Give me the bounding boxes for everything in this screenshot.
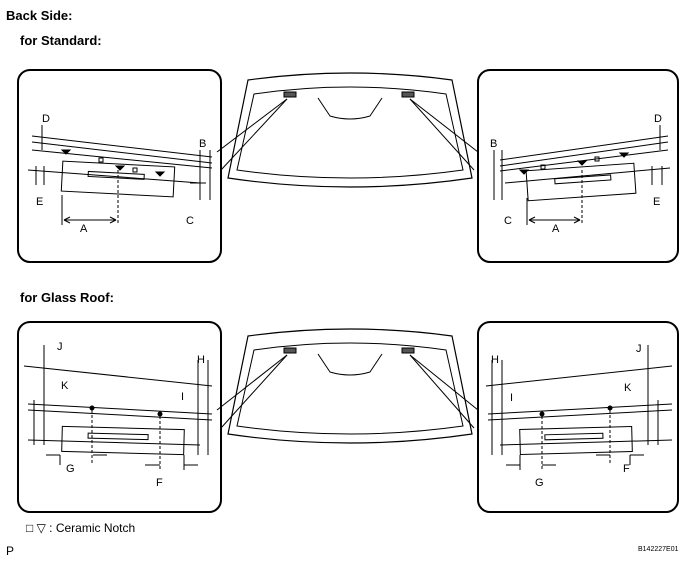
windshield-standard: [227, 72, 473, 188]
notch-mark-left: [283, 91, 297, 98]
windshield-glass-roof: [227, 328, 473, 444]
footer-left-marker: P: [6, 544, 15, 558]
label-G: G: [535, 477, 544, 489]
label-E: E: [36, 196, 43, 208]
label-J: J: [57, 341, 63, 353]
label-D: D: [42, 113, 50, 125]
label-C: C: [186, 215, 194, 227]
detail-box-standard-right: [477, 69, 679, 263]
label-C: C: [504, 215, 512, 227]
label-I: I: [510, 392, 513, 404]
label-F: F: [156, 477, 163, 489]
label-J: J: [636, 343, 642, 355]
dimension-labels: D B E C A D B E C A J H K I G F J H K I …: [36, 113, 662, 489]
legend-symbols: □ ▽: [26, 521, 46, 535]
detail-box-standard-left: [17, 69, 222, 263]
notch-mark-left: [283, 347, 297, 354]
heading-glass-roof: for Glass Roof:: [20, 290, 114, 305]
notch-triangle: [518, 169, 530, 175]
label-I: I: [181, 391, 184, 403]
label-B: B: [199, 138, 206, 150]
notch-triangle: [154, 171, 166, 177]
notch-triangle: [114, 165, 126, 171]
notch-square: [594, 156, 600, 162]
legend: □ ▽ : Ceramic Notch: [26, 521, 135, 535]
notch-square: [132, 167, 138, 173]
label-G: G: [66, 463, 75, 475]
label-A: A: [552, 223, 560, 235]
heading-back-side: Back Side:: [6, 8, 73, 23]
notch-triangle: [576, 160, 588, 166]
label-H: H: [491, 354, 499, 366]
detail-box-glass-roof-right: [477, 321, 679, 513]
notch-dot: [89, 405, 95, 411]
label-K: K: [61, 380, 69, 392]
notch-dot: [157, 411, 163, 417]
label-F: F: [623, 463, 630, 475]
notch-square: [540, 164, 546, 170]
heading-standard: for Standard:: [20, 33, 102, 48]
label-H: H: [197, 354, 205, 366]
label-K: K: [624, 382, 632, 394]
label-D: D: [654, 113, 662, 125]
notch-dot: [607, 405, 613, 411]
figure-code: B142227E01: [638, 546, 679, 553]
notch-triangle: [60, 149, 72, 155]
label-E: E: [653, 196, 660, 208]
legend-label: : Ceramic Notch: [49, 521, 136, 535]
label-A: A: [80, 223, 88, 235]
notch-mark-right: [401, 91, 415, 98]
notch-dot: [539, 411, 545, 417]
label-B: B: [490, 138, 497, 150]
detail-box-glass-roof-left: [17, 321, 222, 513]
notch-mark-right: [401, 347, 415, 354]
notch-triangle: [618, 152, 630, 158]
notch-square: [98, 157, 104, 163]
